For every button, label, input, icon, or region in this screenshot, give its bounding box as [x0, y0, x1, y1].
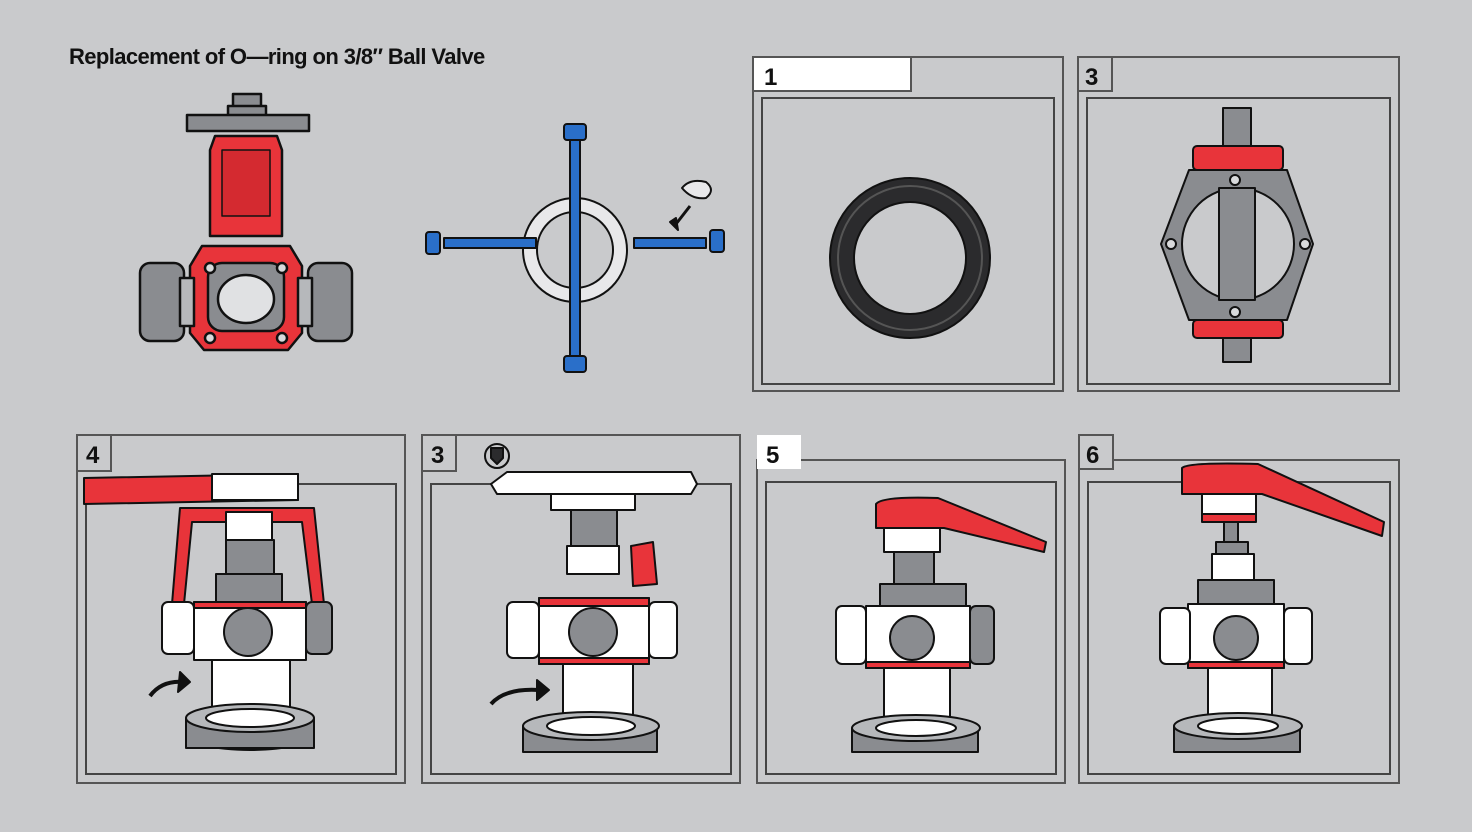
step-number: 5 [766, 442, 779, 470]
step-panel-1: 1 [752, 56, 1064, 392]
ring-tool-figure [420, 118, 730, 380]
step-panel-3-bottom: 3 [421, 434, 741, 784]
valve-overview-figure [130, 88, 362, 363]
step-number: 4 [86, 442, 99, 470]
step-panel-4: 4 [76, 434, 406, 784]
step-number: 3 [431, 442, 444, 470]
step-number: 1 [764, 64, 777, 92]
step-panel-5: 5 [756, 434, 1066, 784]
page-title: Replacement of O—ring on 3/8″ Ball Valve [69, 44, 485, 70]
step-number: 3 [1085, 64, 1098, 92]
step-number: 6 [1086, 442, 1099, 470]
step-panel-3-top: 3 [1077, 56, 1400, 392]
step-panel-6: 6 [1078, 434, 1400, 784]
